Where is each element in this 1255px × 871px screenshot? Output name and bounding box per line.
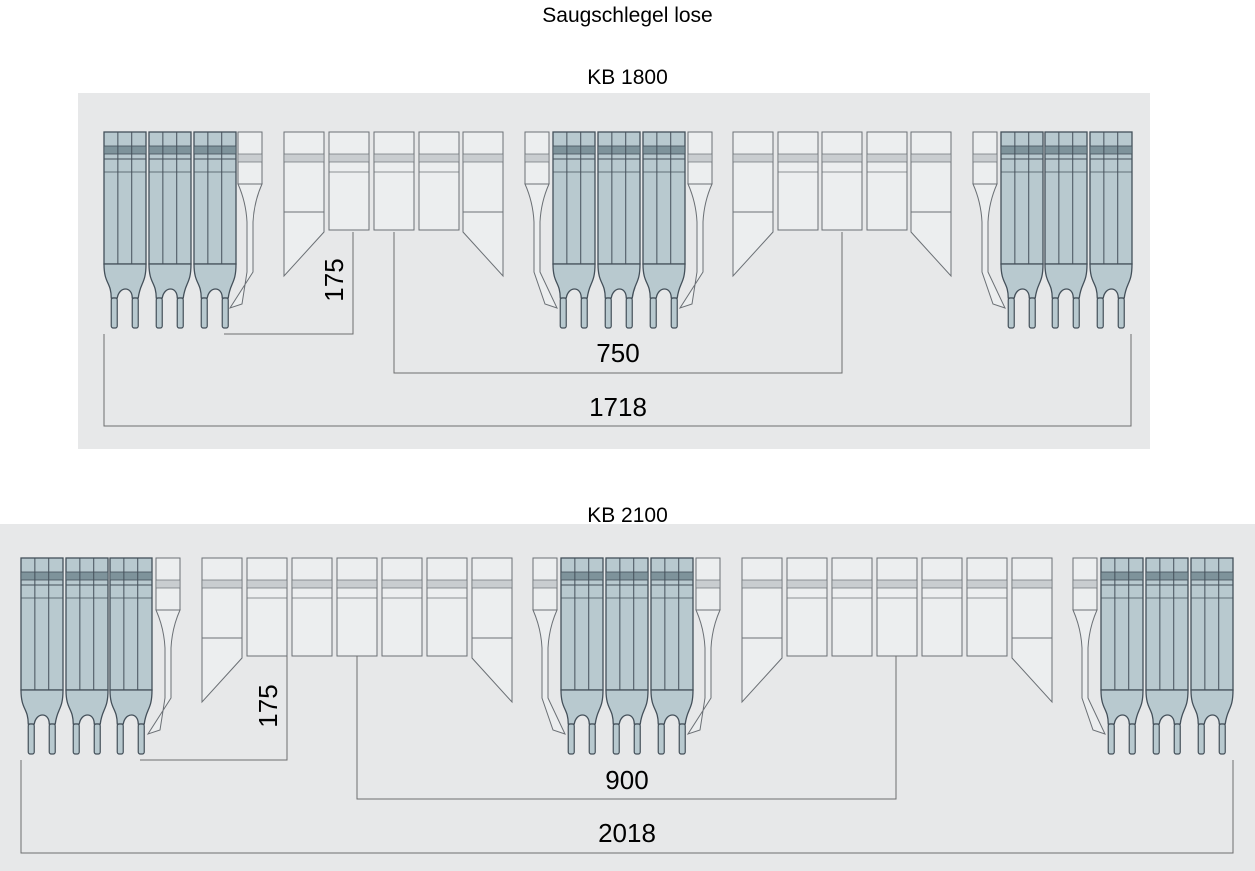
cover-plate (381, 557, 423, 657)
angled-plate (283, 131, 325, 278)
cover-plate (246, 557, 288, 657)
angled-plate (462, 131, 504, 278)
cover-plate (777, 131, 819, 231)
suction-flail-module (1145, 557, 1189, 755)
cover-plate (336, 557, 378, 657)
dimension-line-total-kb-1800 (103, 334, 1132, 427)
cover-plate (426, 557, 468, 657)
cover-plate (328, 131, 370, 231)
suction-flail-module (103, 131, 147, 329)
suction-flail-module (1190, 557, 1234, 755)
edge-knife (972, 131, 1006, 309)
angled-plate (1011, 557, 1053, 704)
suction-flail-module (148, 131, 192, 329)
suction-flail-module (1000, 131, 1044, 329)
suction-flail-module (20, 557, 64, 755)
dimension-line-spacing-kb-2100 (356, 656, 897, 800)
layout-title-kb-2100: KB 2100 (587, 504, 668, 527)
cover-plate (786, 557, 828, 657)
suction-flail-module (650, 557, 694, 755)
cover-plate (866, 131, 908, 231)
suction-flail-module (642, 131, 686, 329)
cover-plate (291, 557, 333, 657)
angled-plate (201, 557, 243, 704)
edge-knife (1072, 557, 1106, 735)
cover-plate (821, 131, 863, 231)
layout-title-kb-1800: KB 1800 (587, 66, 668, 89)
cover-plate (418, 131, 460, 231)
diagram-title: Saugschlegel lose (542, 4, 713, 27)
suction-flail-module (1089, 131, 1133, 329)
edge-knife (532, 557, 566, 735)
dimension-line-total-kb-2100 (20, 760, 1234, 854)
cover-plate (921, 557, 963, 657)
dimension-label-spacing-kb-2100: 900 (605, 765, 648, 795)
cover-plate (876, 557, 918, 657)
layout-drawing-kb-2100 (20, 557, 1234, 755)
suction-flail-module (552, 131, 596, 329)
angled-plate (471, 557, 513, 704)
dimension-line-gap-kb-1800 (224, 232, 354, 335)
edge-knife (686, 557, 721, 735)
suction-flail-module (605, 557, 649, 755)
edge-knife (146, 557, 181, 735)
suction-flail-module (193, 131, 237, 329)
suction-flail-module (65, 557, 109, 755)
dimension-label-total-kb-2100: 2018 (598, 818, 656, 848)
dimension-line-gap-kb-2100 (140, 656, 288, 761)
suction-flail-module (1044, 131, 1088, 329)
suction-flail-module (1100, 557, 1144, 755)
angled-plate (732, 131, 774, 278)
dimension-label-spacing-kb-1800: 750 (596, 338, 639, 368)
dimension-label-total-kb-1800: 1718 (589, 392, 647, 422)
edge-knife (228, 131, 263, 309)
suction-flail-module (560, 557, 604, 755)
dimension-line-spacing-kb-1800 (393, 232, 843, 374)
cover-plate (373, 131, 415, 231)
dimension-label-gap-kb-2100: 175 (253, 684, 283, 727)
angled-plate (910, 131, 952, 278)
edge-knife (524, 131, 558, 309)
cover-plate (831, 557, 873, 657)
dimension-label-gap-kb-1800: 175 (319, 258, 349, 301)
angled-plate (741, 557, 783, 704)
layout-drawing-kb-1800 (103, 131, 1133, 329)
edge-knife (678, 131, 713, 309)
dimension-layer: 175 750 1718 175 900 2018 (20, 232, 1234, 854)
suction-flail-module (109, 557, 153, 755)
cover-plate (966, 557, 1008, 657)
suction-flail-module (597, 131, 641, 329)
